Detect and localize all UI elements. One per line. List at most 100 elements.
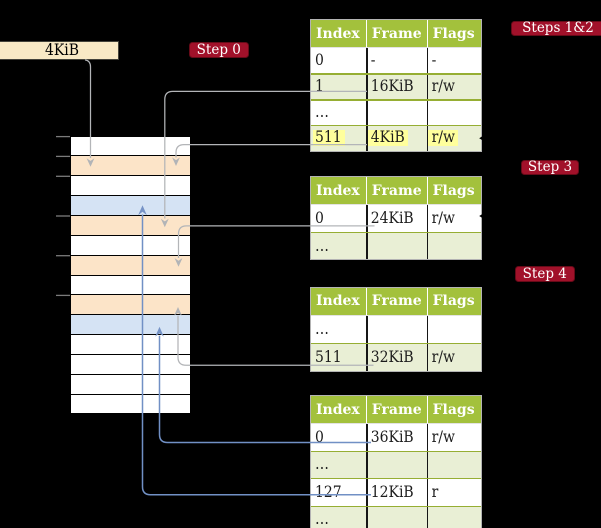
header-flags: Flags [432,182,475,199]
cell-frame: - [370,51,376,70]
header-grid-line [366,177,368,205]
grid-line [310,231,481,234]
cell-index: 1 [315,77,324,96]
table-row: … [310,505,481,528]
grid-line [427,47,429,152]
memory-row-3 [70,196,190,216]
memory-row-4 [70,215,190,236]
header-index: Index [316,182,360,199]
address-tick-marks [56,135,70,297]
cell-flags: r/w [431,77,455,96]
cell-index: … [315,236,332,255]
cell-flags [427,99,480,125]
highlighted-value: 511 [312,129,346,146]
cell-frame: 36KiB [370,427,414,446]
cell-flags [427,506,480,528]
frame-size-box: 4KiB [0,41,119,60]
cell-flags: r/w [427,125,480,151]
header-grid-line [427,288,429,315]
badge-step-4-label: Step 4 [522,265,567,282]
grid-line [310,450,481,452]
header-flags: Flags [432,25,475,42]
cell-frame [366,232,427,260]
grid-line [310,73,481,75]
header-flags: Flags [432,293,475,310]
header-index: Index [316,293,360,310]
page-table-1-header: Index Frame Flags [310,20,481,48]
badge-steps-1-2: Steps 1&2 [511,20,601,37]
frame-size-label: 4KiB [45,41,79,60]
grid-line [310,314,481,316]
header-frame: Frame [371,293,422,310]
memory-row-5 [70,235,190,256]
grid-line [310,478,481,480]
page-table-4-header: Index Frame Flags [310,396,481,424]
badge-step-3-label: Step 3 [527,159,573,176]
grid-line [310,342,481,344]
cell-index: 0 [315,427,324,446]
memory-row-11 [70,354,190,375]
cell-index: 0 [315,51,324,70]
badge-step-4: Step 4 [515,266,575,282]
header-grid-line [366,20,368,48]
page-table-1: Index Frame Flags 0 - - 1 16KiB r/w … 51… [309,19,482,153]
cell-index: 511 [315,347,342,366]
page-table-4: Index Frame Flags 0 36KiB r/w … 127 12Ki… [309,395,482,528]
cell-flags: r/w [431,427,455,446]
memory-row-7 [70,275,190,296]
header-frame: Frame [371,182,422,199]
cell-index: … [315,319,332,338]
cell-frame: 32KiB [370,347,414,366]
cell-flags: r/w [431,347,455,366]
memory-row-13 [70,394,190,415]
header-grid-line [427,177,429,205]
cell-index: 511 [311,125,367,151]
badge-steps-1-2-label: Steps 1&2 [522,20,594,37]
memory-row-10 [70,335,190,355]
cell-index: … [315,510,332,528]
grid-line [310,505,481,507]
cell-frame: 4KiB [366,125,427,151]
table-row: … [311,99,482,125]
cell-index: 0 [315,208,324,227]
header-grid-line [427,20,429,48]
table-row: … [310,231,481,260]
cell-frame [366,315,427,343]
highlighted-value: 4KiB [366,129,409,146]
table-row-highlighted: 511 4KiB r/w [310,125,481,152]
header-grid-line [427,396,429,424]
page-table-2-header: Index Frame Flags [310,177,481,205]
cell-flags [427,451,480,479]
cell-frame: 16KiB [370,77,414,96]
cell-frame: 24KiB [370,208,414,227]
table-row: 0 36KiB r/w [311,423,482,451]
cell-flags: r/w [431,208,455,227]
table-row: 511 32KiB r/w [310,342,481,371]
grid-line [310,125,481,127]
table-row: 127 12KiB r [311,478,482,506]
memory-row-1 [70,156,190,177]
cell-flags [427,315,480,343]
cell-flags: r [431,482,439,501]
table-row: 0 24KiB r/w [311,204,482,232]
header-flags: Flags [432,401,475,418]
badge-step-0: Step 0 [188,42,249,59]
cell-frame [366,99,427,125]
header-grid-line [366,396,368,424]
cell-index: … [315,455,332,474]
memory-row-8 [70,295,190,316]
cell-frame: 12KiB [370,482,414,501]
cell-flags: - [431,51,437,70]
physical-memory-column [70,136,190,415]
grid-line [427,314,429,371]
header-frame: Frame [371,25,422,42]
memory-row-12 [70,374,190,395]
memory-row-2 [70,176,190,197]
table-row: … [311,315,482,343]
table-row: 0 - - [311,47,482,73]
table-row: … [310,450,481,479]
cell-flags [427,232,480,260]
cell-frame [366,506,427,528]
cell-index: … [315,103,332,122]
